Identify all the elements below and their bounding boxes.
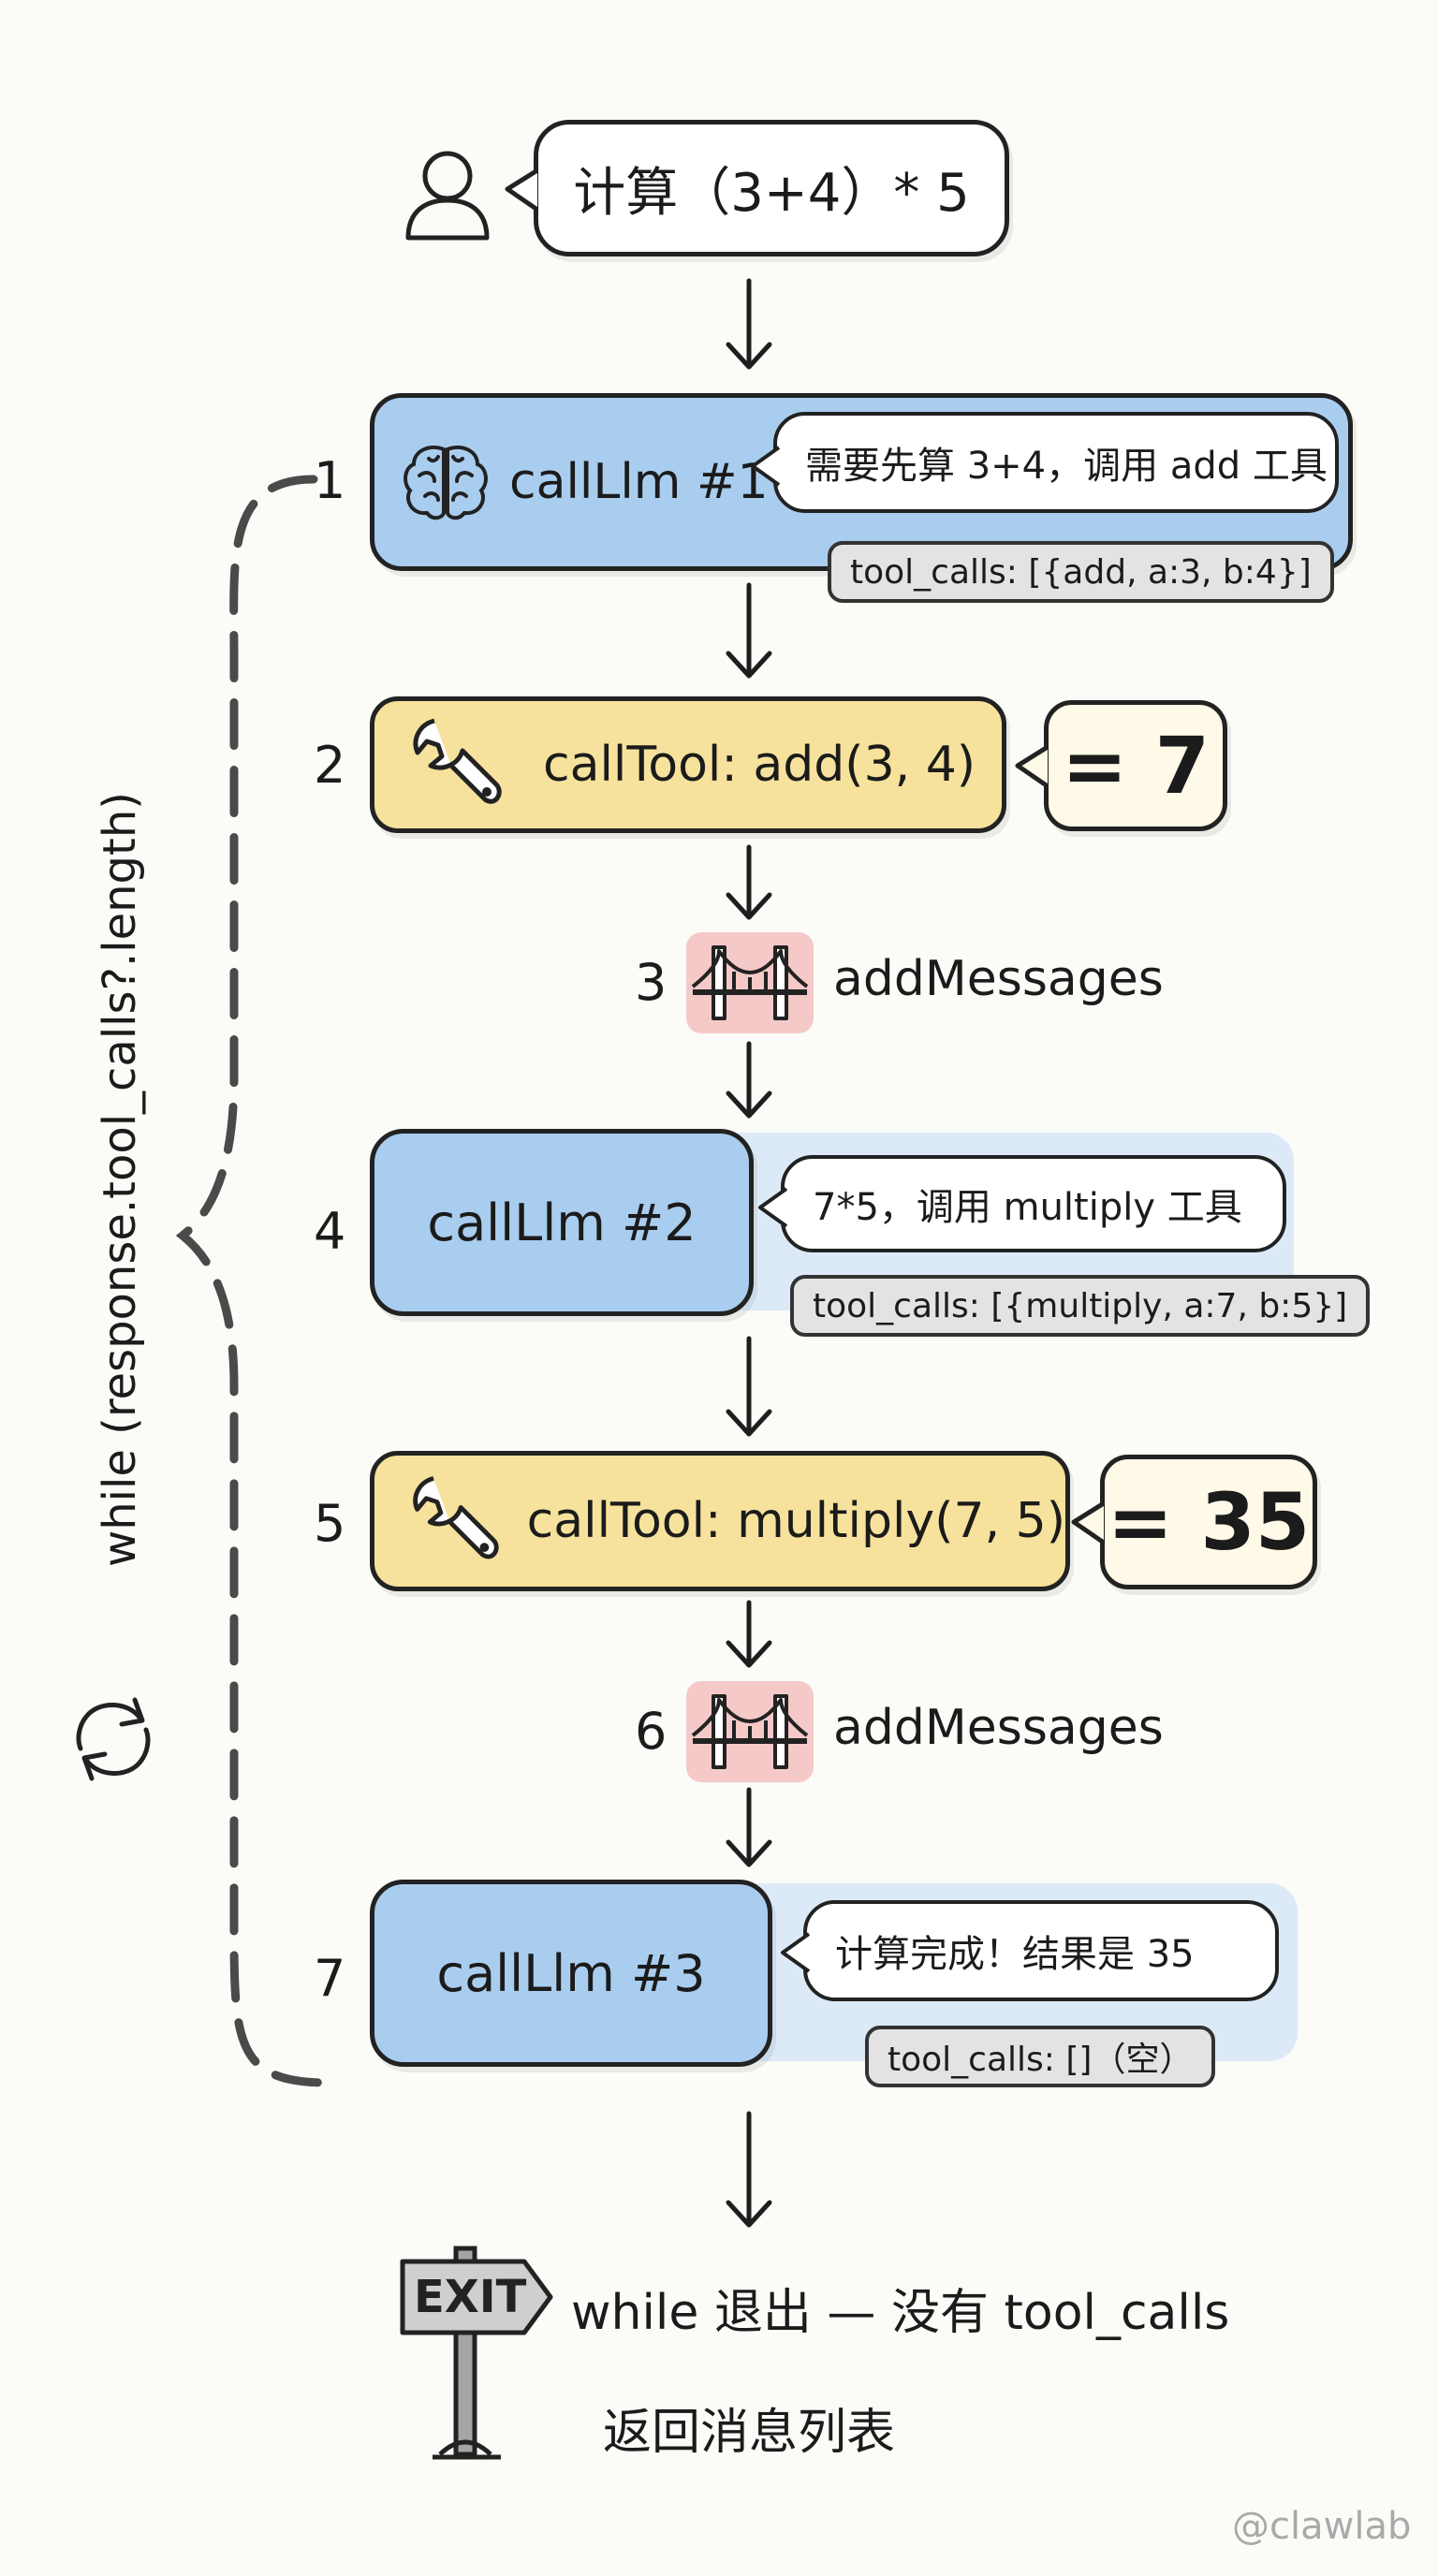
step-number-5: 5: [314, 1494, 346, 1553]
step-number-1: 1: [314, 451, 346, 510]
step-4-label: callLlm #2: [427, 1193, 697, 1252]
step-1-tool-calls: tool_calls: [{add, a:3, b:4}]: [828, 541, 1334, 603]
step-5-result-text: = 35: [1107, 1476, 1311, 1568]
step-1-note-text: 需要先算 3+4，调用 add 工具: [805, 445, 1328, 488]
user-query-bubble: 计算（3+4）* 5: [534, 120, 1009, 256]
arrow-down-8: [726, 2111, 772, 2228]
bridge-icon: [691, 945, 809, 1020]
arrow-down-2: [726, 582, 772, 679]
step-2-result-tail: [1015, 744, 1049, 789]
bridge-icon: [691, 1694, 809, 1769]
step-6-label: addMessages: [833, 1700, 1164, 1756]
step-4-note: 7*5，调用 multiply 工具: [781, 1155, 1286, 1252]
step-1-label: callLlm #1: [509, 454, 769, 510]
step-number-2: 2: [314, 736, 346, 795]
user-icon: [405, 151, 490, 241]
arrow-down-6: [726, 1600, 772, 1668]
exit-sign-text: EXIT: [414, 2271, 527, 2323]
step-4-note-text: 7*5，调用 multiply 工具: [813, 1186, 1242, 1229]
step-5-result: = 35: [1100, 1455, 1317, 1589]
watermark: @clawlab: [1232, 2505, 1412, 2548]
step-number-3: 3: [635, 953, 668, 1012]
step-5-result-tail: [1071, 1500, 1106, 1545]
step-number-6: 6: [635, 1702, 668, 1761]
user-bubble-tail: [505, 168, 539, 212]
step-4-tool-calls: tool_calls: [{multiply, a:7, b:5}]: [790, 1275, 1371, 1337]
arrow-down-1: [726, 278, 772, 370]
arrow-down-4: [726, 1041, 772, 1119]
arrow-down-5: [726, 1336, 772, 1437]
loop-brace: [175, 475, 332, 2087]
step-1-note-tail: [751, 446, 781, 487]
wrench-icon: [413, 1476, 499, 1559]
step-number-4: 4: [314, 1202, 346, 1261]
exit-line-2: 返回消息列表: [603, 2405, 896, 2461]
step-7-tool-calls: tool_calls: []（空）: [865, 2026, 1216, 2087]
step-2-label: callTool: add(3, 4): [543, 737, 976, 793]
step-7-label: callLlm #3: [436, 1943, 706, 2003]
brain-icon: [404, 446, 488, 520]
step-2-result-text: = 7: [1061, 720, 1211, 812]
wrench-icon: [413, 718, 502, 804]
step-7-box: callLlm #3: [370, 1880, 772, 2067]
step-5-box: callTool: multiply(7, 5): [370, 1451, 1070, 1591]
step-2-result: = 7: [1044, 700, 1227, 831]
step-1-note: 需要先算 3+4，调用 add 工具: [773, 412, 1339, 513]
step-number-7: 7: [314, 1949, 346, 2008]
loop-cycle-icon: [76, 1697, 151, 1781]
step-7-note-tail: [781, 1932, 811, 1973]
step-3-label: addMessages: [833, 951, 1164, 1007]
step-4-note-tail: [758, 1187, 788, 1228]
exit-sign-icon: [400, 2259, 553, 2335]
user-query-text: 计算（3+4）* 5: [573, 162, 970, 224]
arrow-down-3: [726, 844, 772, 920]
exit-line-1: while 退出 — 没有 tool_calls: [571, 2285, 1230, 2341]
step-7-note: 计算完成！结果是 35: [803, 1900, 1279, 2001]
arrow-down-7: [726, 1787, 772, 1867]
step-5-label: callTool: multiply(7, 5): [526, 1493, 1065, 1549]
loop-condition-label: while (response.tool_calls?.length): [94, 792, 146, 1567]
step-2-box: callTool: add(3, 4): [370, 696, 1006, 833]
step-7-note-text: 计算完成！结果是 35: [835, 1933, 1195, 1976]
step-4-box: callLlm #2: [370, 1129, 754, 1316]
